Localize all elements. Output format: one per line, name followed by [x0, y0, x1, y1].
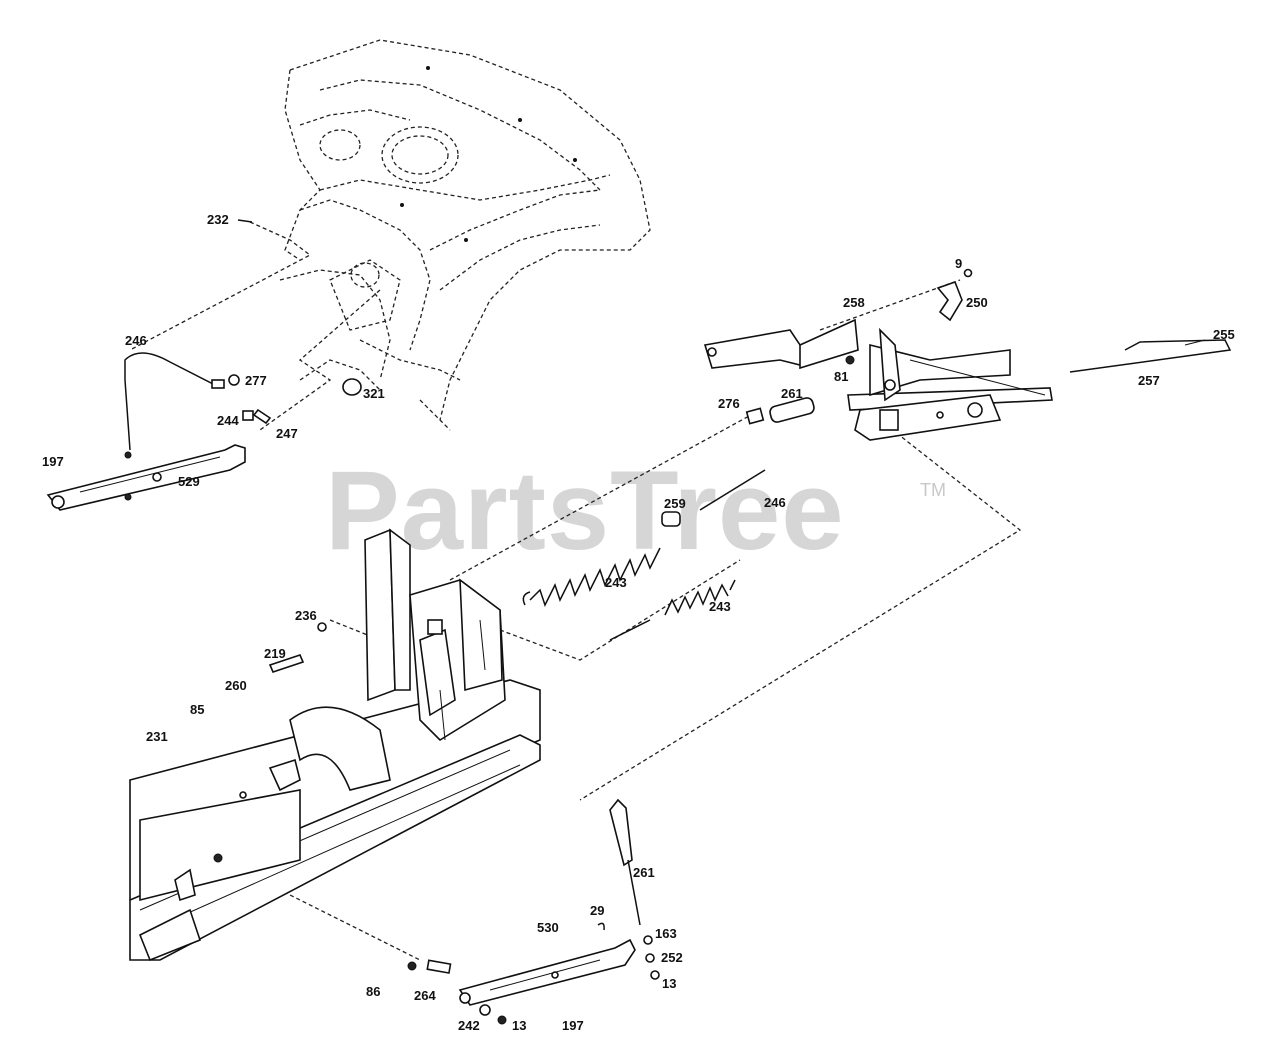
clip-29 — [597, 922, 605, 931]
label-261-lower: 261 — [633, 865, 655, 880]
label-13: 13 — [662, 976, 676, 991]
lift-link-261-lower — [609, 798, 660, 980]
hood-outline — [279, 39, 651, 431]
label-529: 529 — [178, 474, 200, 489]
lift-shaft-assembly — [703, 318, 1053, 441]
label-258: 258 — [843, 295, 865, 310]
label-246-rod: 246 — [764, 495, 786, 510]
partstree-watermark: PartsTree — [325, 448, 845, 573]
label-276: 276 — [718, 396, 740, 411]
bracket-260 — [268, 758, 301, 792]
spring-243-large — [522, 547, 661, 607]
lift-lever-530 — [458, 938, 636, 1006]
nut-9 — [963, 268, 973, 278]
part-number-labels: 232 246 277 244 247 321 197 529 9 258 25… — [42, 212, 1235, 1033]
label-85: 85 — [190, 702, 204, 717]
label-9: 9 — [955, 256, 962, 271]
label-197-lower: 197 — [562, 1018, 584, 1033]
label-81: 81 — [834, 369, 848, 384]
grommet-321 — [342, 378, 362, 396]
bracket-250 — [936, 280, 963, 322]
label-246: 246 — [125, 333, 147, 348]
label-86: 86 — [366, 984, 380, 999]
label-13-lower: 13 — [512, 1018, 526, 1033]
label-232: 232 — [207, 212, 229, 227]
sleeve-261 — [769, 397, 815, 423]
label-321: 321 — [363, 386, 385, 401]
label-260: 260 — [225, 678, 247, 693]
trademark-mark: TM — [920, 480, 946, 500]
label-236: 236 — [295, 608, 317, 623]
label-250: 250 — [966, 295, 988, 310]
label-243-small: 243 — [709, 599, 731, 614]
label-255: 255 — [1213, 327, 1235, 342]
bushing-259 — [661, 511, 681, 527]
label-242: 242 — [458, 1018, 480, 1033]
rod-257 — [1069, 339, 1232, 373]
label-163: 163 — [655, 926, 677, 941]
lift-pedestal — [364, 528, 506, 742]
bolt-236 — [317, 622, 327, 632]
bushing-276 — [745, 407, 765, 425]
label-29: 29 — [590, 903, 604, 918]
label-277: 277 — [245, 373, 267, 388]
key-219 — [268, 654, 305, 673]
leader-lines — [129, 221, 1022, 961]
label-197: 197 — [42, 454, 64, 469]
label-530: 530 — [537, 920, 559, 935]
rod-246 — [699, 469, 766, 511]
label-247: 247 — [276, 426, 298, 441]
label-219: 219 — [264, 646, 286, 661]
lift-cable-assembly — [124, 352, 272, 459]
label-261: 261 — [781, 386, 803, 401]
nut-13 — [497, 1015, 507, 1025]
label-231: 231 — [146, 729, 168, 744]
label-252: 252 — [661, 950, 683, 965]
lift-lever-529 — [46, 444, 246, 511]
spring-243-small — [609, 579, 736, 641]
label-243-large: 243 — [605, 575, 627, 590]
label-257: 257 — [1138, 373, 1160, 388]
label-244: 244 — [217, 413, 239, 428]
label-259: 259 — [664, 496, 686, 511]
label-264: 264 — [414, 988, 436, 1003]
screw-232 — [237, 219, 253, 223]
washer-242 — [479, 1004, 491, 1016]
nut-86 — [407, 961, 417, 971]
bolt-264 — [426, 959, 452, 974]
